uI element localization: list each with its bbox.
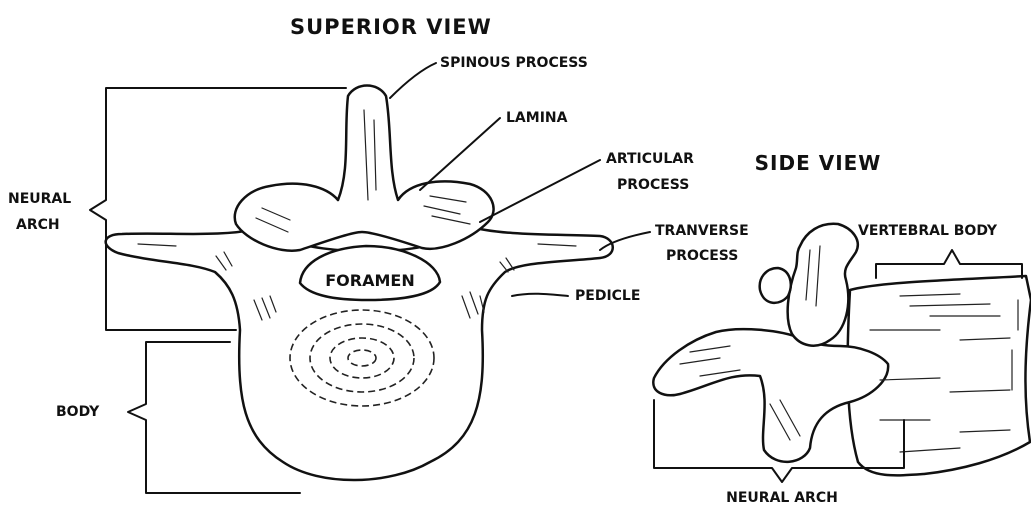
label-transverse-process-1: TRANVERSE [655, 223, 749, 239]
bracket-vertebral-body [876, 250, 1022, 278]
label-neural-arch-2: ARCH [16, 217, 60, 233]
label-neural-arch-side: NEURAL ARCH [726, 490, 838, 506]
label-body: BODY [56, 404, 100, 420]
leader-spinous-process [390, 63, 436, 98]
label-neural-arch-1: NEURAL [8, 191, 71, 207]
articular-tip-side [760, 268, 791, 303]
label-spinous-process: SPINOUS PROCESS [440, 55, 588, 71]
label-articular-process-1: ARTICULAR [606, 151, 694, 167]
superior-view-title: SUPERIOR VIEW [290, 15, 492, 39]
side-view-title: SIDE VIEW [755, 151, 882, 175]
label-pedicle: PEDICLE [575, 288, 640, 304]
leader-articular-process [480, 160, 600, 222]
label-articular-process-2: PROCESS [617, 177, 689, 193]
label-foramen: FORAMEN [325, 271, 414, 290]
label-transverse-process-2: PROCESS [666, 248, 738, 264]
label-vertebral-body: VERTEBRAL BODY [858, 223, 998, 239]
label-lamina: LAMINA [506, 110, 568, 126]
leader-lamina [420, 118, 500, 190]
leader-pedicle [512, 294, 568, 296]
